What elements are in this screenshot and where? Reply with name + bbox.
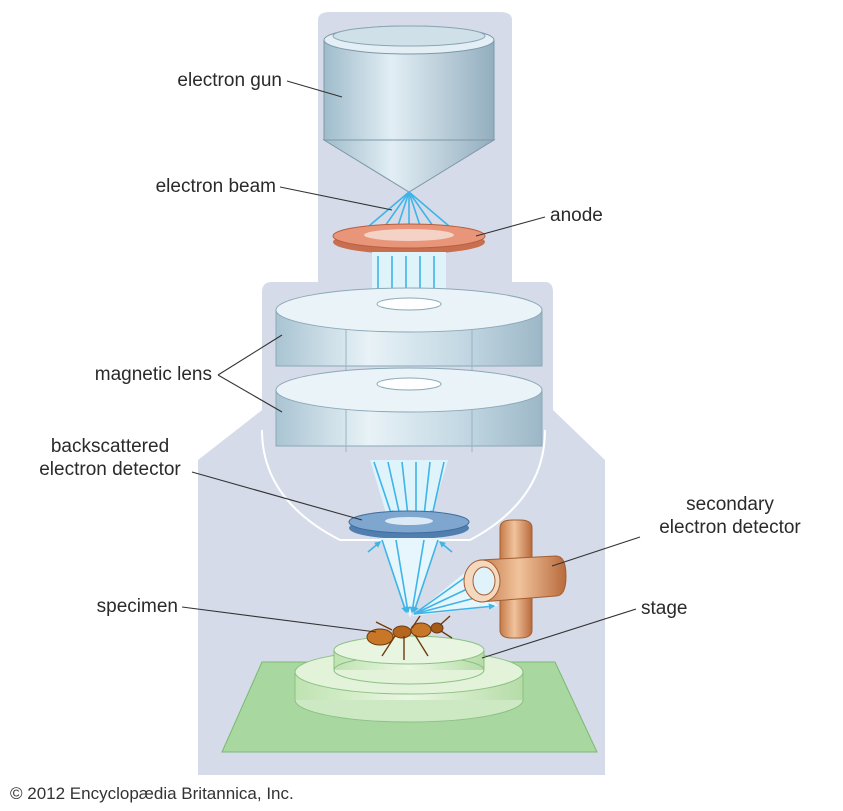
label-anode: anode: [550, 205, 603, 226]
label-secondary-line2: electron detector: [659, 517, 801, 538]
label-specimen: specimen: [96, 596, 178, 617]
anode: [332, 223, 486, 254]
copyright: © 2012 Encyclopædia Britannica, Inc.: [10, 784, 294, 803]
secondary-electron-detector: [463, 519, 567, 639]
stage: [221, 635, 598, 753]
focused-beam: [370, 460, 448, 520]
leader-lines: [181, 80, 641, 659]
label-electron-beam: electron beam: [155, 176, 276, 197]
label-magnetic-lens: magnetic lens: [94, 364, 212, 385]
specimen: [366, 615, 453, 660]
label-electron-gun: electron gun: [177, 70, 282, 91]
backscattered-electron-detector: [348, 510, 470, 539]
label-backscattered-line2: electron detector: [39, 459, 181, 480]
label-secondary-line1: secondary: [686, 494, 774, 515]
magnetic-lens: [275, 287, 543, 452]
beam-to-specimen: [367, 538, 453, 618]
label-stage: stage: [641, 598, 688, 619]
label-backscattered-line1: backscattered: [50, 436, 170, 457]
electron-gun: [322, 25, 496, 193]
